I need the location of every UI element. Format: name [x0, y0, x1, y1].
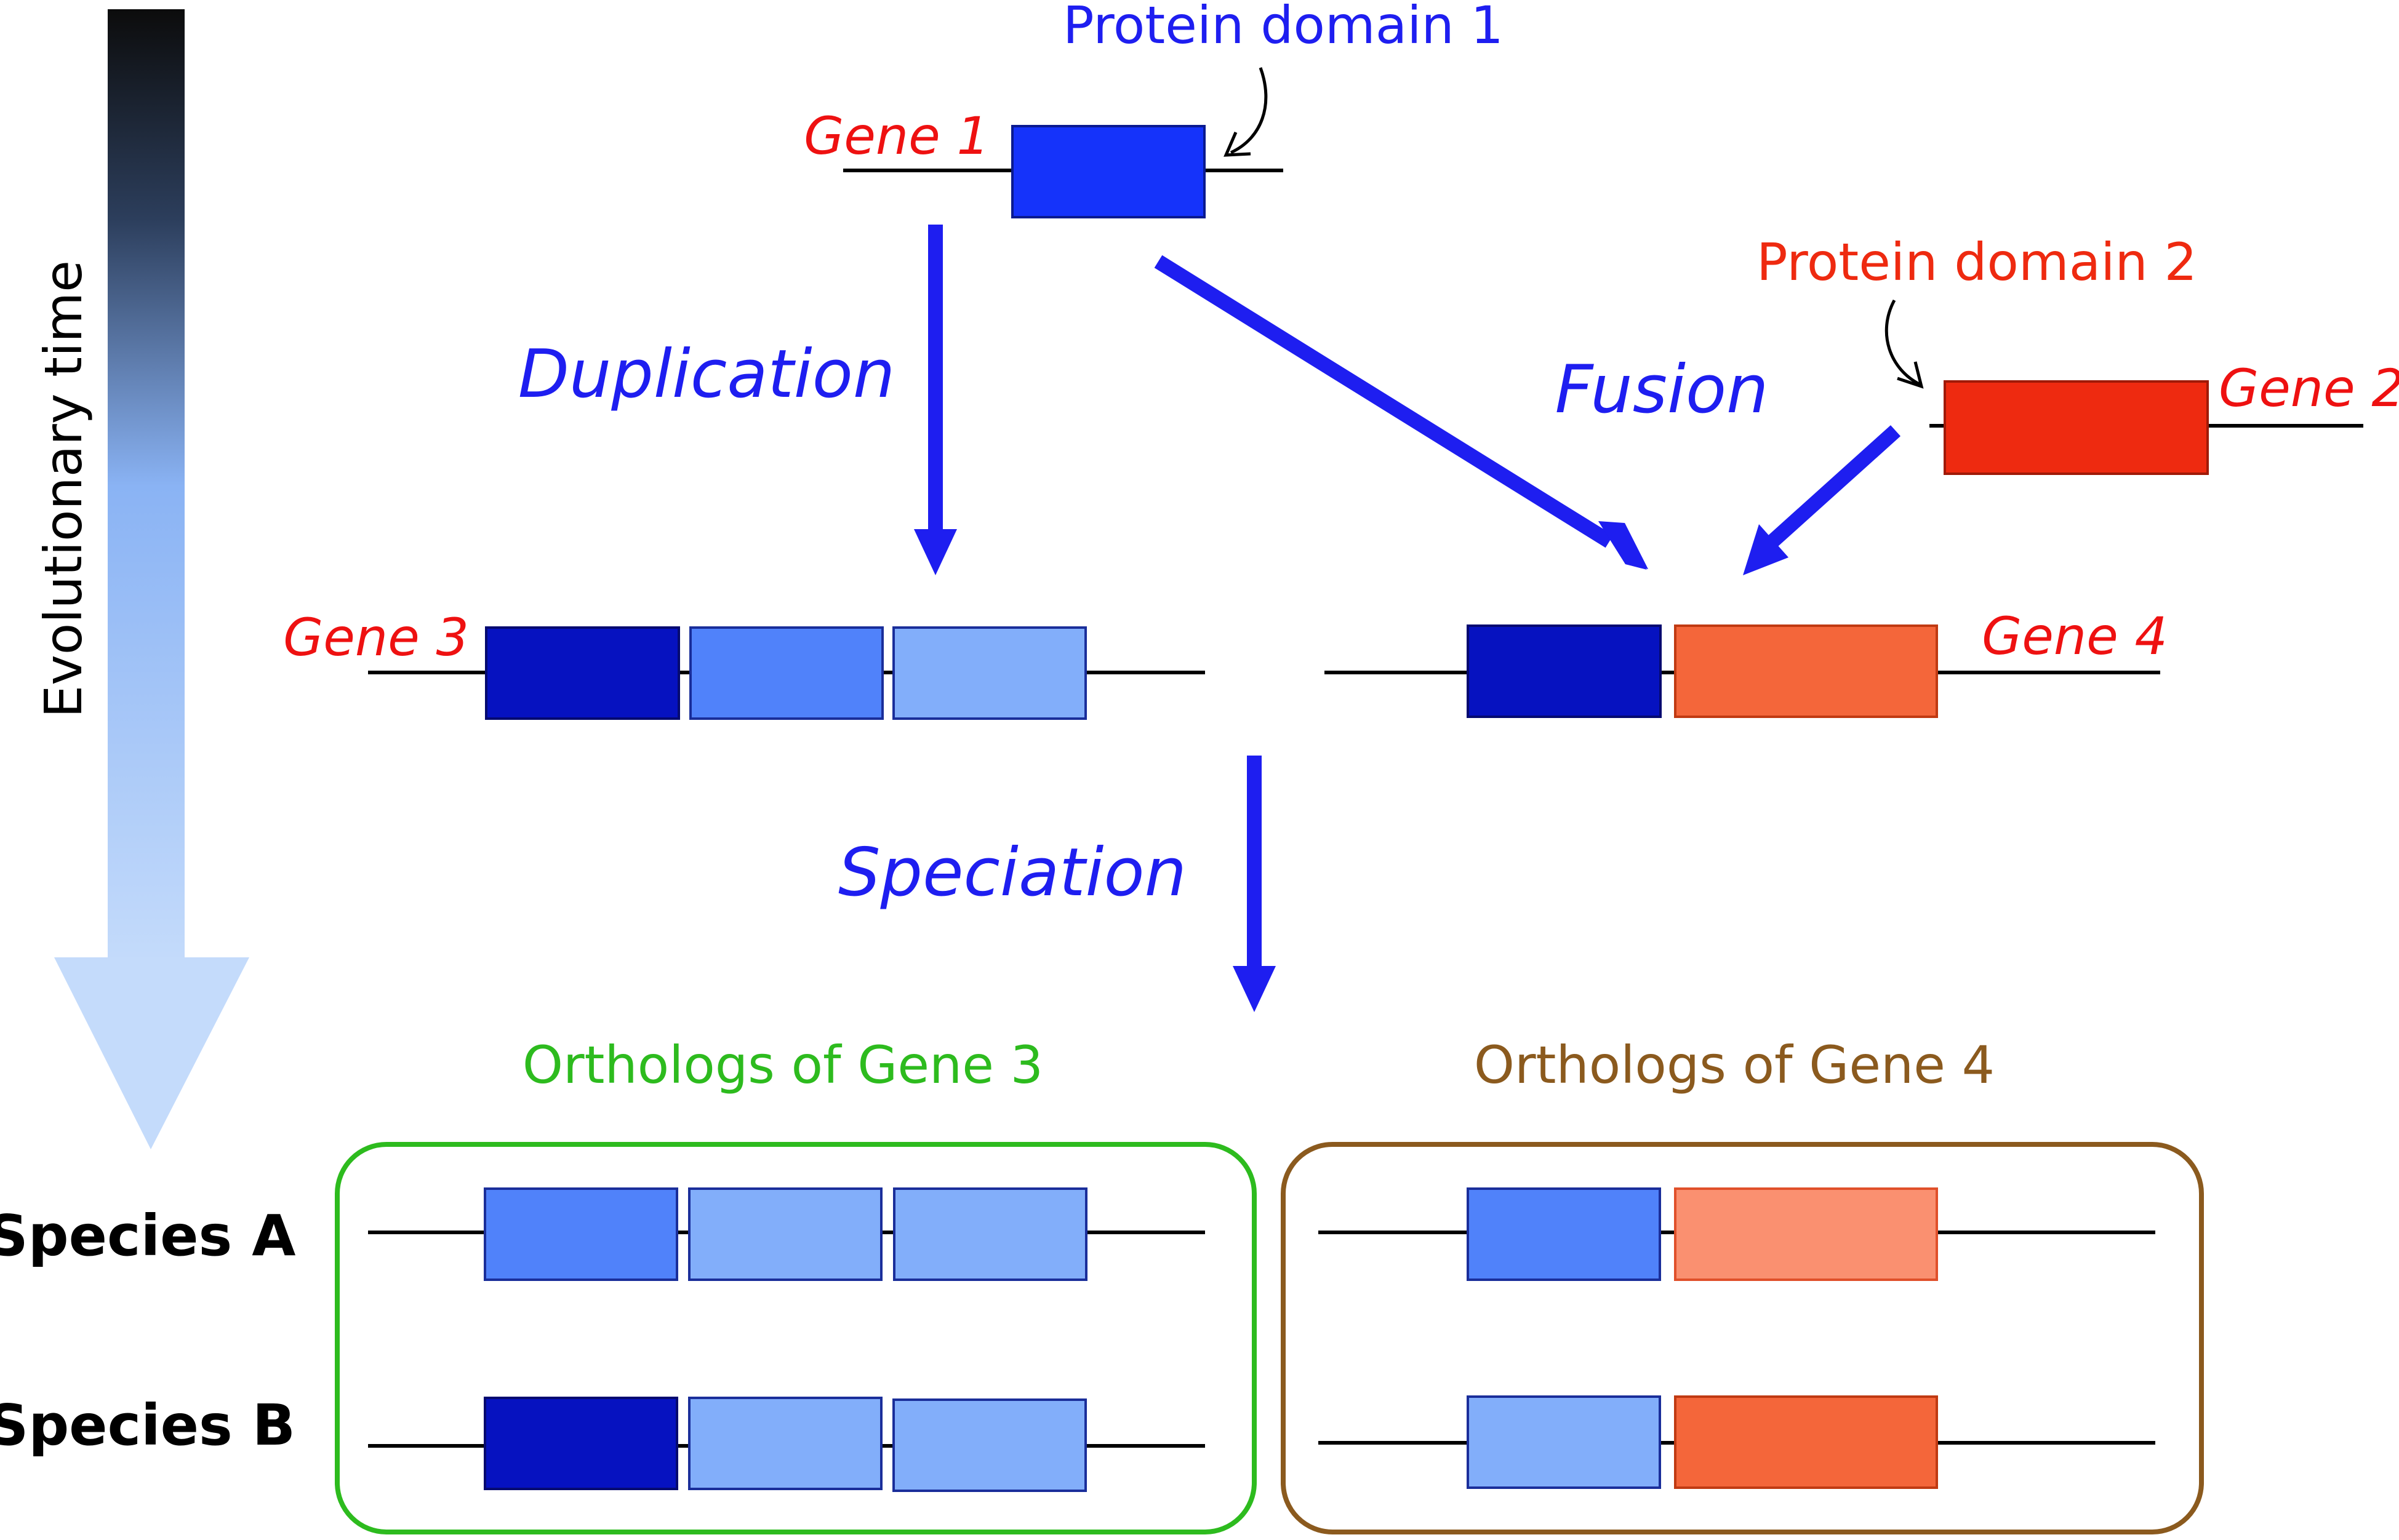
protein-domain-2-callout: Protein domain 2 [1756, 232, 2197, 389]
duplication-label: Duplication [518, 336, 895, 413]
time-arrow-head [54, 957, 249, 1149]
evolutionary-time-arrow: Evolutionary time [33, 9, 249, 1149]
time-axis-label: Evolutionary time [33, 260, 94, 718]
domain-2-pointer-head [1897, 361, 1924, 389]
orthologs-gene-3-title: Orthologs of Gene 3 [523, 1035, 1043, 1095]
gene-3-domain-light-blue [892, 626, 1087, 720]
domain-orange [1674, 1395, 1938, 1489]
speciation-label: Speciation [838, 834, 1187, 911]
gene-3: Gene 3 [283, 607, 1205, 720]
species-b-gene-4-ortholog [1318, 1395, 2155, 1489]
time-arrow-shaft [108, 9, 185, 963]
domain-1-pointer-curve [1230, 67, 1268, 154]
domain-light-blue [892, 1398, 1087, 1492]
gene-4-label: Gene 4 [1982, 606, 2168, 666]
gene-3-domain-blue [689, 626, 884, 720]
species-a-label: Species A [0, 1203, 295, 1269]
species-b-label: Species B [0, 1392, 295, 1458]
gene-3-domain-dark-blue [485, 626, 680, 720]
gene-4: Gene 4 [1324, 606, 2168, 718]
domain-blue [484, 1187, 678, 1281]
protein-domain-2-label: Protein domain 2 [1756, 232, 2197, 292]
gene-2-label: Gene 2 [2219, 358, 2399, 418]
domain-1-pointer-head [1224, 132, 1251, 157]
fusion-arrow-from-gene-2 [1743, 425, 1901, 575]
domain-light-blue [1467, 1395, 1661, 1489]
domain-salmon [1674, 1187, 1938, 1281]
orthologs-gene-4-title: Orthologs of Gene 4 [1474, 1035, 1995, 1095]
gene-4-domain-dark-blue [1467, 624, 1662, 718]
domain-light-blue [688, 1397, 883, 1490]
species-a-gene-4-ortholog [1318, 1187, 2155, 1281]
duplication-arrow [914, 225, 957, 575]
gene-1: Gene 1 [804, 106, 1283, 218]
orthologs-gene-3-box [335, 1142, 1257, 1534]
domain-light-blue [893, 1187, 1087, 1281]
gene-2-domain-2-box [1944, 380, 2209, 475]
species-b-gene-3-ortholog [368, 1397, 1205, 1492]
gene-2: Gene 2 [1929, 358, 2399, 475]
protein-domain-1-label: Protein domain 1 [1063, 0, 1504, 55]
species-a-gene-3-ortholog [368, 1187, 1205, 1281]
domain-2-pointer-curve [1884, 299, 1921, 386]
domain-blue [1467, 1187, 1661, 1281]
orthologs-gene-4-box [1281, 1142, 2204, 1534]
speciation-arrow [1233, 756, 1276, 1012]
gene-4-domain-orange [1674, 624, 1938, 718]
gene-3-label: Gene 3 [283, 607, 469, 668]
gene-1-label: Gene 1 [804, 106, 990, 166]
fusion-label: Fusion [1555, 351, 1769, 428]
fusion-arrow-from-gene-1 [1154, 255, 1648, 570]
protein-domain-1-callout: Protein domain 1 [1063, 0, 1504, 157]
domain-light-blue [688, 1187, 883, 1281]
domain-dark-blue [484, 1397, 678, 1490]
gene-1-domain-1-box [1011, 125, 1206, 218]
